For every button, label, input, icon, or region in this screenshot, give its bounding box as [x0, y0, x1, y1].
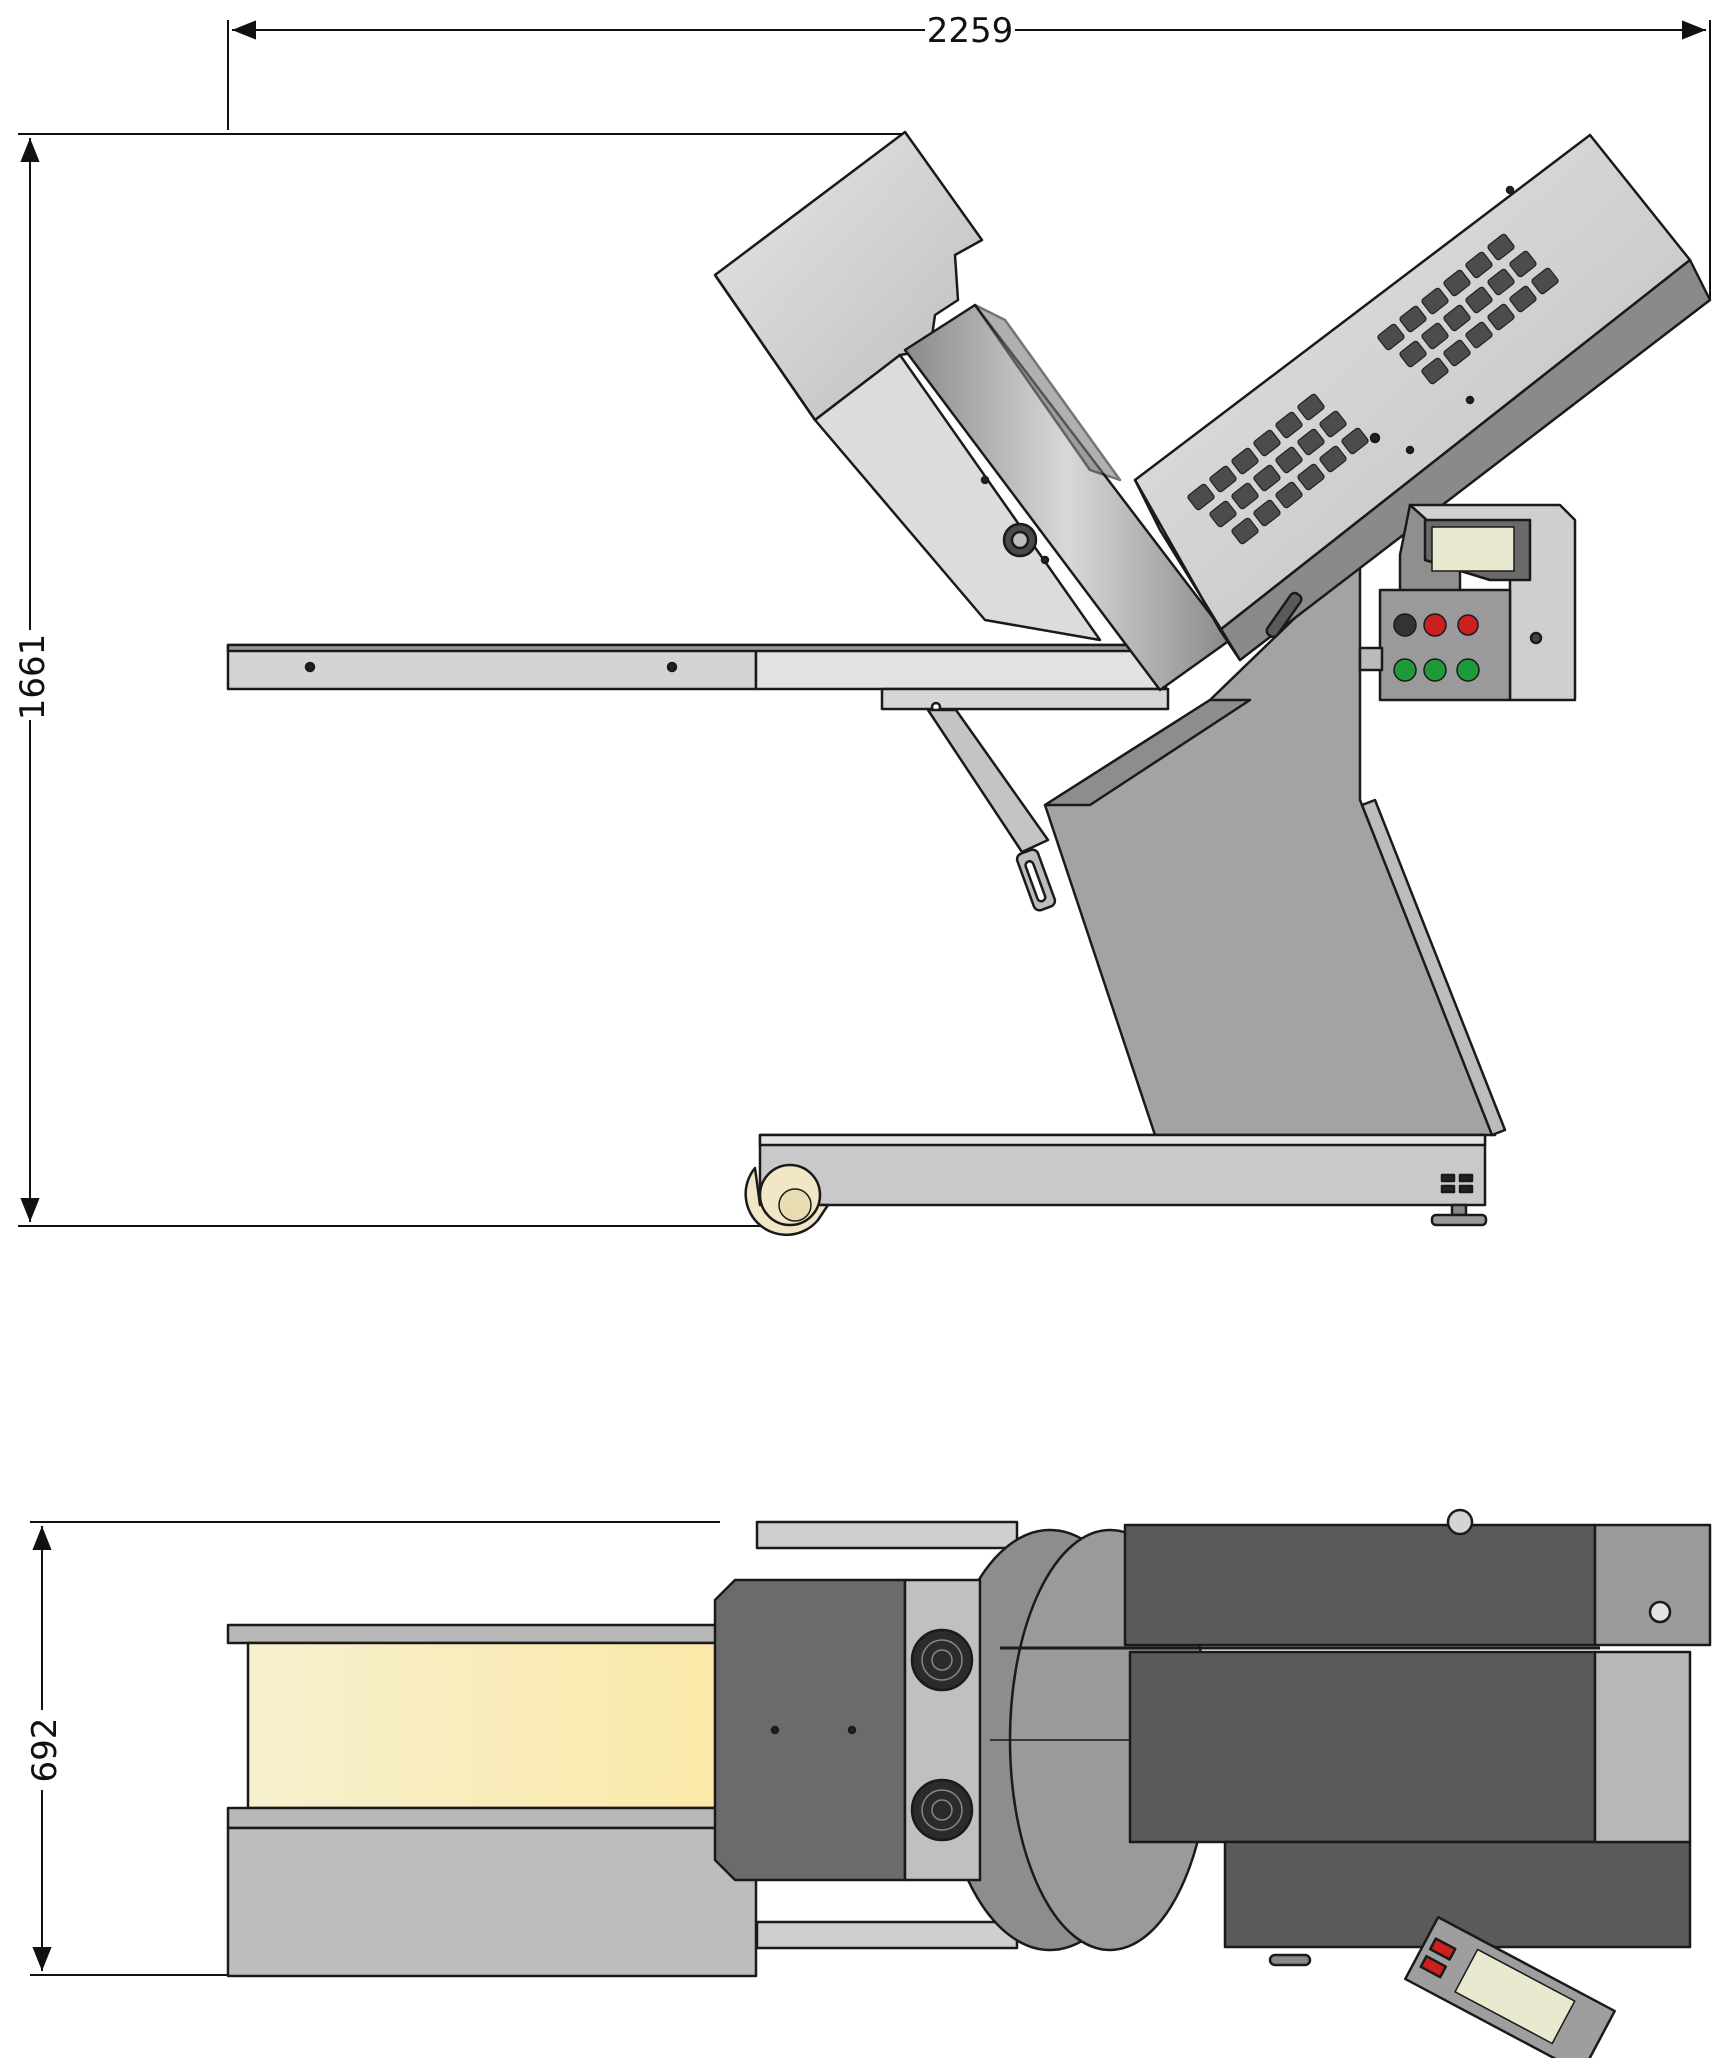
panel-screw — [1405, 445, 1415, 455]
slot-grid-upper — [1377, 233, 1559, 385]
top-view — [226, 1508, 1712, 2058]
control-buttons — [1393, 613, 1480, 682]
base-frame — [758, 1133, 1487, 1207]
dimension-692-label: 692 — [25, 1718, 65, 1783]
dimension-overall-height: 1661 — [13, 133, 905, 1227]
leveling-foot — [1430, 1203, 1488, 1227]
control-box — [1358, 503, 1577, 702]
fan-icon — [910, 1778, 974, 1842]
dimension-overall-width: 2259 — [227, 11, 1711, 300]
hmi-screen-top[interactable] — [1454, 1948, 1576, 2045]
dimension-height-label: 1661 — [13, 634, 53, 721]
red-button-icon[interactable] — [1428, 1937, 1457, 1961]
castor-wheel — [744, 1163, 830, 1237]
red-button-icon[interactable] — [1457, 614, 1479, 636]
dimension-width-label: 2259 — [927, 11, 1014, 51]
panel-screw — [1505, 185, 1515, 195]
conveyor-strut — [926, 708, 1057, 912]
main-body-top — [1000, 1508, 1712, 1949]
head-box — [713, 1578, 907, 1882]
green-button-icon[interactable] — [1456, 658, 1480, 682]
top-rail — [755, 1520, 1019, 1550]
top-conveyor — [226, 1623, 758, 1978]
hmi-screen[interactable] — [1431, 526, 1515, 572]
infeed-conveyor — [226, 643, 1170, 713]
fan-housing — [903, 1578, 982, 1882]
selector-switch-icon[interactable] — [1393, 613, 1417, 637]
fan-icon — [910, 1628, 974, 1692]
panel-screw — [1369, 432, 1381, 444]
tilt-lever[interactable] — [1265, 591, 1304, 639]
lever-top[interactable] — [1268, 1953, 1312, 1967]
red-button-icon[interactable] — [1419, 1954, 1448, 1979]
control-box-top — [1404, 1915, 1616, 2058]
side-view — [226, 130, 1712, 1237]
panel-screw — [1465, 395, 1475, 405]
red-button-icon[interactable] — [1423, 613, 1447, 637]
machine-column — [1043, 553, 1507, 1137]
dimension-top-view-width: 692 — [25, 1521, 720, 1976]
bottom-rail — [755, 1920, 1019, 1950]
cutting-drum — [903, 303, 1232, 692]
green-button-icon[interactable] — [1393, 658, 1417, 682]
slot-grid-lower — [1187, 393, 1369, 545]
green-button-icon[interactable] — [1423, 658, 1447, 682]
